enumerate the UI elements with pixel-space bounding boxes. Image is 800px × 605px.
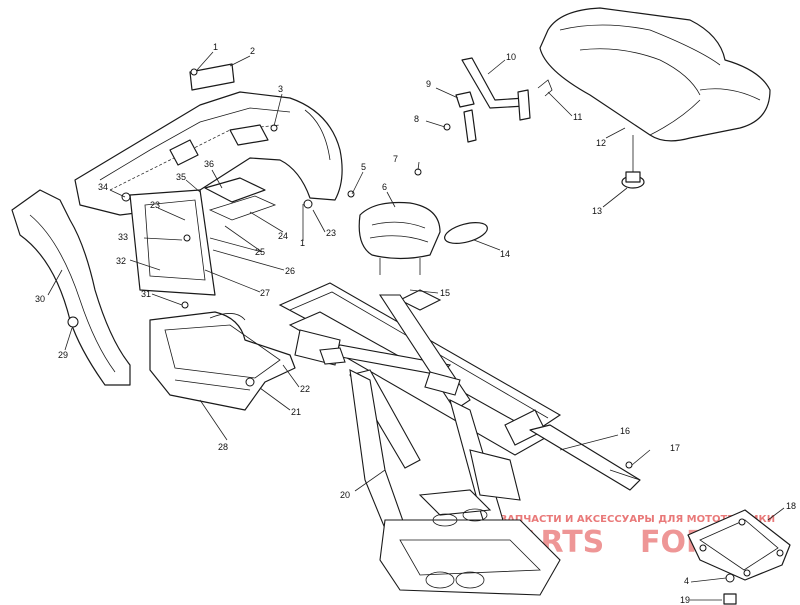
skid-plate [687, 509, 791, 605]
frame-rail [529, 424, 641, 491]
callout-30: 30 [35, 294, 45, 304]
callout-16: 16 [620, 426, 630, 436]
callout-21: 21 [291, 407, 301, 417]
callout-20: 20 [340, 490, 350, 500]
left-footwell-panel [11, 189, 216, 386]
callout-19: 19 [680, 595, 690, 605]
leader-lines [47, 51, 785, 601]
callout-32: 32 [116, 256, 126, 266]
callout-15: 15 [440, 288, 450, 298]
callout-36: 36 [204, 159, 214, 169]
callout-6: 6 [382, 182, 387, 192]
callout-8: 8 [414, 114, 419, 124]
watermark-tagline: ЗАПЧАСТИ И АКСЕССУАРЫ ДЛЯ МОТОТЕХНИКИ [500, 514, 775, 525]
callout-9: 9 [426, 79, 431, 89]
main-frame [278, 282, 562, 596]
callout-1: 1 [213, 42, 218, 52]
callout-7: 7 [393, 154, 398, 164]
callout-24: 24 [278, 231, 288, 241]
callout-5: 5 [361, 162, 366, 172]
left-footrest [149, 311, 296, 411]
rear-fender [74, 63, 343, 221]
callout-11: 11 [573, 112, 582, 122]
callouts: 1 2 3 5 6 7 8 9 10 11 12 13 14 15 16 17 … [35, 42, 796, 605]
callout-13: 13 [592, 206, 602, 216]
callout-17: 17 [670, 443, 680, 453]
callout-1-lower: 1 [300, 238, 305, 248]
callout-23-left: 23 [150, 200, 160, 210]
callout-14: 14 [500, 249, 510, 259]
callout-22: 22 [300, 384, 310, 394]
callout-25: 25 [255, 247, 265, 257]
callout-18: 18 [786, 501, 796, 511]
seat-latch-assembly [443, 57, 553, 143]
callout-29: 29 [58, 350, 68, 360]
callout-28: 28 [218, 442, 228, 452]
callout-12: 12 [596, 138, 606, 148]
callout-31: 31 [141, 289, 151, 299]
callout-4: 4 [684, 576, 689, 586]
callout-35: 35 [176, 172, 186, 182]
seat-assembly [539, 7, 771, 189]
callout-26: 26 [285, 266, 295, 276]
callout-3: 3 [278, 84, 283, 94]
callout-23-right: 23 [326, 228, 336, 238]
callout-34: 34 [98, 182, 108, 192]
callout-2: 2 [250, 46, 255, 56]
callout-27: 27 [260, 288, 270, 298]
storage-box [358, 168, 488, 275]
callout-10: 10 [506, 52, 516, 62]
callout-33: 33 [118, 232, 128, 242]
loose-hardware [67, 190, 355, 328]
